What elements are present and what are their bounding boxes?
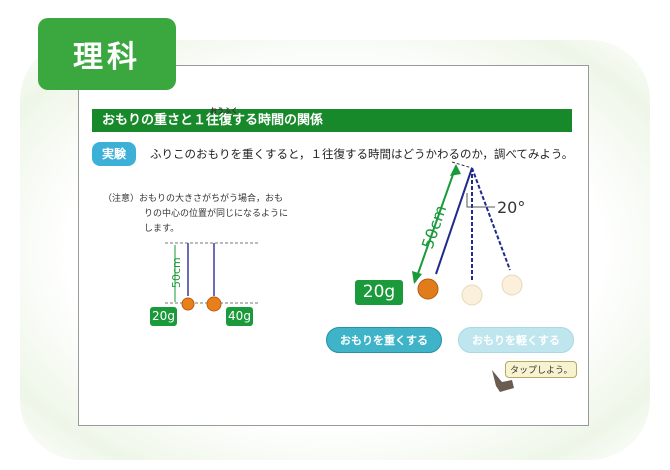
note-line: （注意）おもりの大きさがちがう場合，おも <box>103 194 284 204</box>
lighter-button[interactable]: おもりを軽くする <box>458 327 574 353</box>
right-diagram: 20° 50cm <box>412 161 525 306</box>
weight-ghost <box>501 274 523 296</box>
note-text: （注意）おもりの大きさがちがう場合，おも りの中心の位置が同じになるように しま… <box>103 192 303 237</box>
section-title: おもりの重さと１往復する時間の関係おうふく <box>92 107 572 132</box>
left-diagram: 50cm <box>165 242 258 312</box>
left-length-label: 50cm <box>170 257 183 288</box>
weight-20g <box>181 297 195 311</box>
weight-label-40g: 40g <box>226 307 253 326</box>
weight-label-20g: 20g <box>150 307 177 326</box>
title-text: おもりの重さと１往復する時間の関係 <box>102 113 324 128</box>
title-ruby: おうふく <box>210 107 238 115</box>
weight-40g <box>206 296 222 312</box>
note-line: りの中心の位置が同じになるように <box>144 209 289 219</box>
weight-ghost <box>461 284 483 306</box>
current-weight-label: 20g <box>355 280 403 305</box>
experiment-text: ふりこのおもりを重くすると，１往復する時間はどうかわるのか，調べてみよう。 <box>150 147 574 161</box>
note-line: します。 <box>144 224 180 234</box>
experiment-badge: 実験 <box>92 142 136 166</box>
subject-label: 理科 <box>38 18 176 90</box>
pointing-hand-icon <box>492 370 514 392</box>
angle-label: 20° <box>497 198 525 217</box>
weight-active <box>417 278 439 300</box>
heavier-button[interactable]: おもりを重くする <box>326 327 442 353</box>
tap-hint: タップしよう。 <box>505 361 578 378</box>
